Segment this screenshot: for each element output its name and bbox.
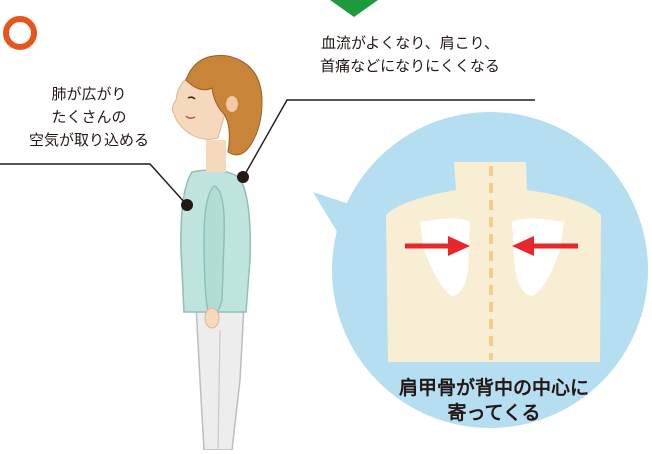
green-down-arrow-icon bbox=[330, 0, 378, 17]
blood-flow-benefit-label: 血流がよくなり、肩こり、 首痛などになりにくくなる bbox=[292, 32, 528, 78]
lung-benefit-line3: 空気が取り込める bbox=[28, 131, 149, 149]
lung-benefit-line2: たくさんの bbox=[51, 108, 127, 126]
scapula-caption-line2: 寄ってくる bbox=[447, 402, 541, 424]
left-leader-line bbox=[0, 163, 187, 205]
left-scapula bbox=[420, 218, 470, 296]
scapula-caption-line1: 肩甲骨が背中の中心に bbox=[398, 377, 589, 399]
back-illustration bbox=[386, 162, 601, 362]
orange-circle-mark-icon bbox=[3, 16, 37, 50]
lung-benefit-line1: 肺が広がり bbox=[51, 85, 127, 103]
scapula-caption: 肩甲骨が背中の中心に 寄ってくる bbox=[376, 376, 612, 426]
right-scapula bbox=[512, 218, 564, 296]
lung-benefit-label: 肺が広がり たくさんの 空気が取り込める bbox=[18, 83, 160, 152]
arrow-left-icon bbox=[512, 236, 578, 256]
right-leader-line bbox=[243, 99, 535, 177]
blood-flow-line1: 血流がよくなり、肩こり、 bbox=[320, 34, 500, 52]
arrow-right-icon bbox=[405, 236, 470, 256]
woman-figure bbox=[171, 55, 263, 451]
right-leader-dot bbox=[237, 171, 249, 183]
blood-flow-line2: 首痛などになりにくくなる bbox=[320, 57, 500, 75]
left-leader-dot bbox=[181, 199, 193, 211]
